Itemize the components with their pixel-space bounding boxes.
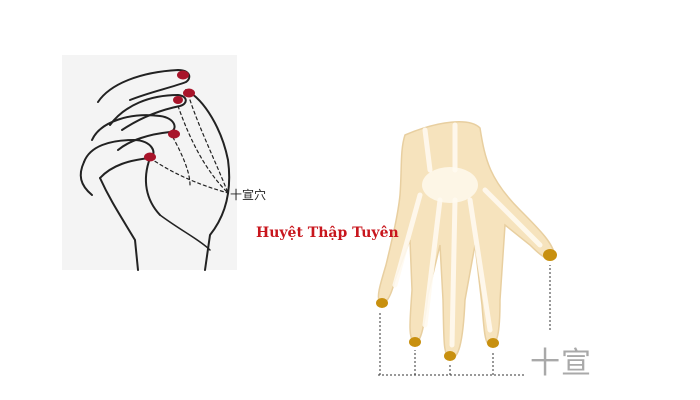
diagram-title: Huyệt Thập Tuyên	[256, 225, 399, 241]
right-acupoints	[376, 249, 557, 361]
left-acupoint-label: 十宣穴	[230, 188, 267, 202]
right-hand-drawing	[377, 121, 556, 359]
left-acupoints	[144, 70, 195, 162]
right-acupoint-label: 十宣	[530, 346, 592, 381]
guide-arrows	[378, 265, 551, 376]
left-hand-drawing	[62, 55, 237, 271]
